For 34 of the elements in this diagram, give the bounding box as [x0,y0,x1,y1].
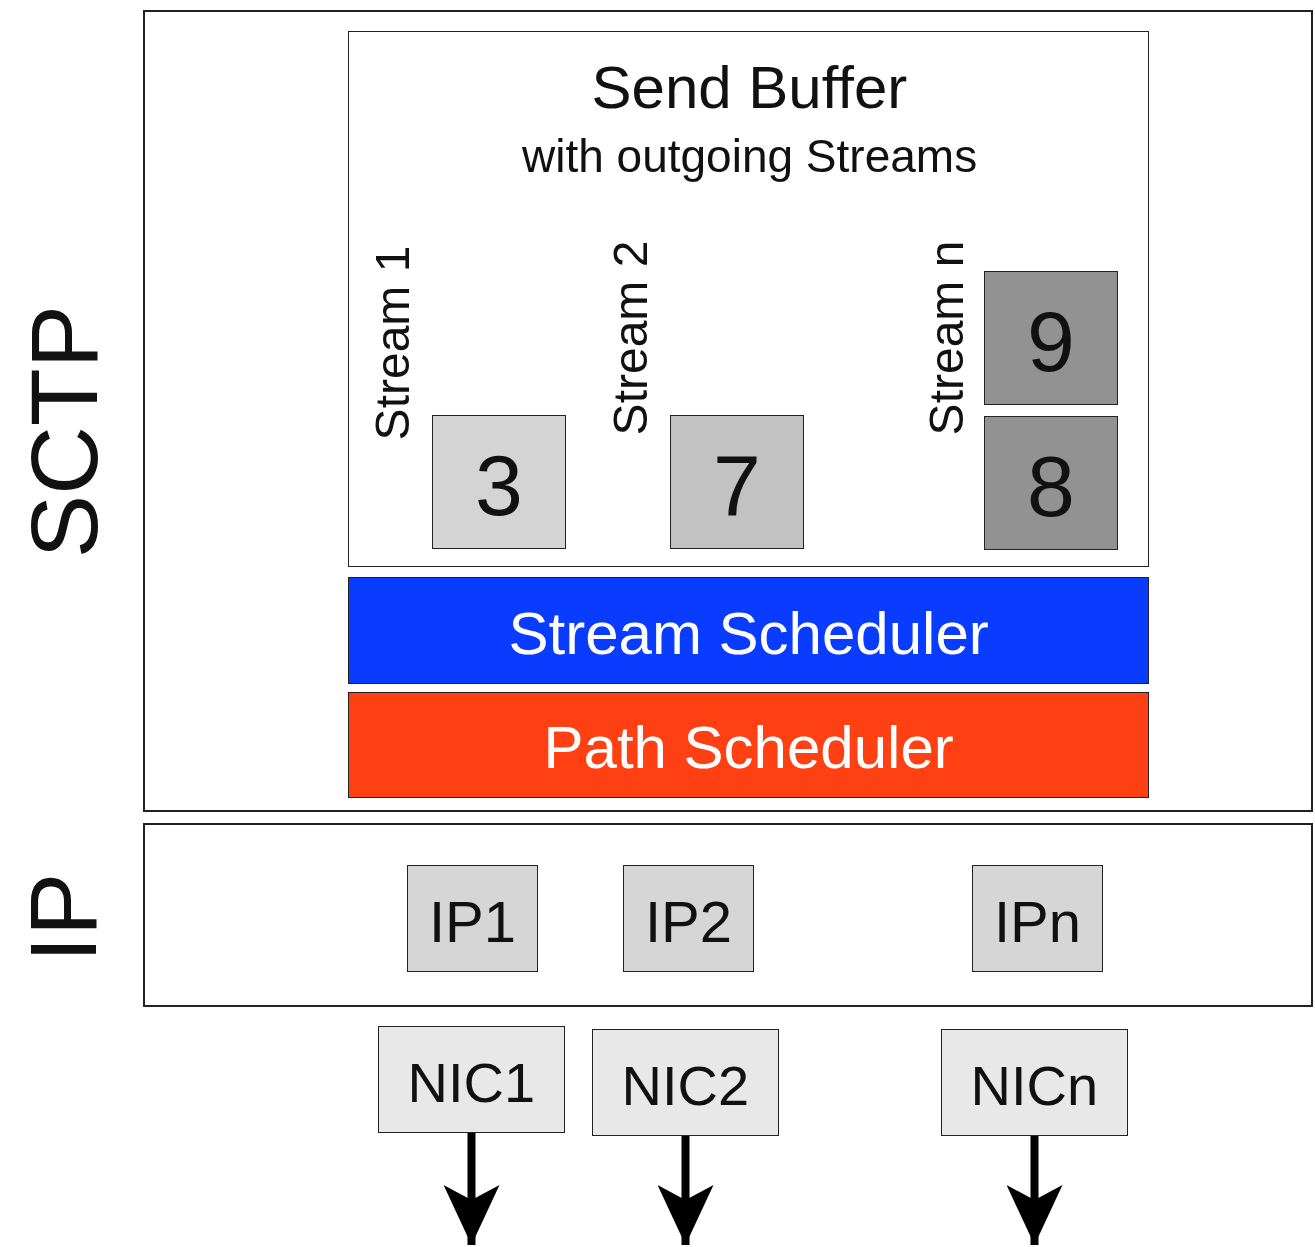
chunk-number: 9 [1027,298,1075,384]
interface-box [941,1029,1128,1136]
chunk-number: 8 [1027,443,1075,529]
layer-label: IP [16,872,112,962]
interface-label: NIC1 [407,1054,536,1111]
arrow [443,1133,500,1245]
chunk-number: 3 [475,442,523,528]
stream-label: Stream 1 [368,245,417,441]
address-label: IP2 [645,892,733,951]
arrow [657,1136,714,1245]
chunk-box [432,415,566,549]
interface-label: NIC2 [621,1057,750,1114]
interface-box [592,1029,779,1136]
layer-label: SCTP [16,304,112,558]
scheduler-bar [348,577,1149,684]
scheduler-bar [348,692,1149,798]
buffer-title: Send Buffer [591,58,908,118]
stream-label: Stream 2 [606,240,655,436]
address-box [972,865,1103,972]
address-box [623,865,754,972]
arrow [1006,1136,1063,1245]
scheduler-label: Stream Scheduler [508,603,989,664]
buffer-box [348,31,1149,567]
interface-label: NICn [970,1057,1099,1114]
chunk-box [984,271,1118,405]
chunk-number: 7 [713,442,761,528]
chunk-box [984,416,1118,550]
scheduler-label: Path Scheduler [543,718,954,778]
interface-box [378,1026,565,1133]
chunk-box [670,415,804,549]
address-label: IP1 [429,892,517,951]
address-box [407,865,538,972]
stream-label: Stream n [922,240,971,436]
address-label: IPn [994,892,1082,951]
